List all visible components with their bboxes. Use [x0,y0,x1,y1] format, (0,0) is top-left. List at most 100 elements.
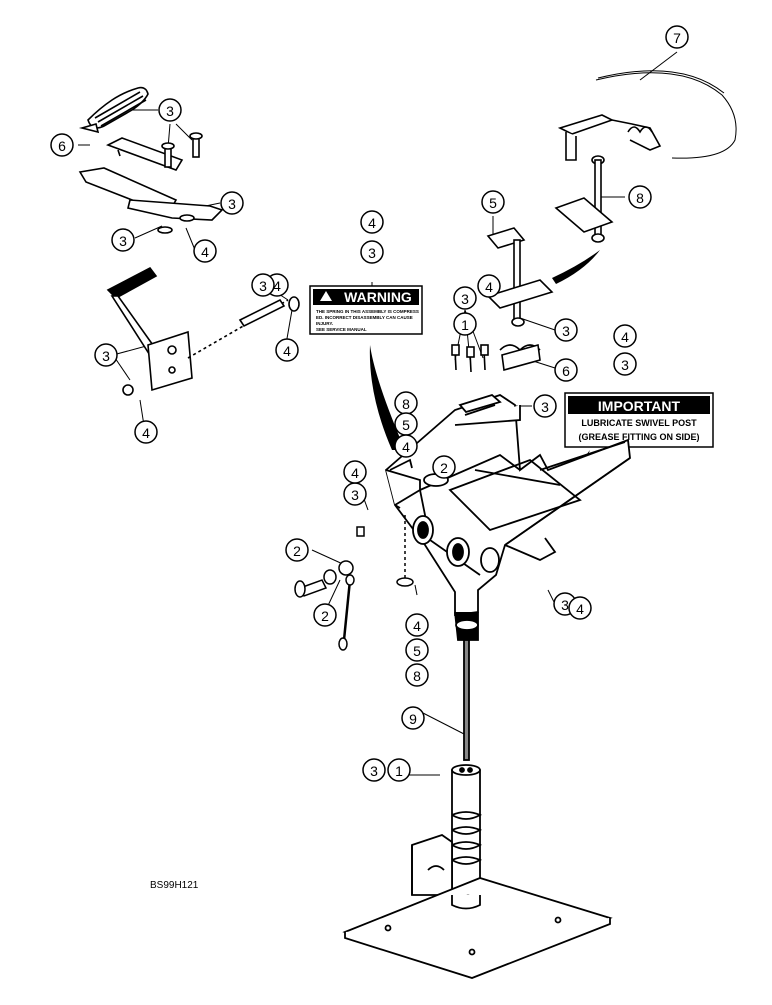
callout-number: 7 [673,30,681,46]
callout-number: 4 [402,439,410,455]
callout-number: 1 [461,317,469,333]
linkage-fasteners [294,515,414,651]
callout-number: 8 [402,396,410,412]
callout-7: 7 [665,25,689,49]
callout-6: 6 [50,133,74,157]
callout-circle [613,324,637,348]
callout-number: 3 [119,233,127,249]
callout-number: 3 [368,245,376,261]
cable-pointer-arrow [552,250,600,284]
callout-number: 5 [413,643,421,659]
callout-circle [360,240,384,264]
callout-number: 3 [166,103,174,119]
callout-circle [251,273,275,297]
callout-number: 3 [461,291,469,307]
callout-4: 4 [613,324,637,348]
callout-number: 2 [321,608,329,624]
crank-handle [106,266,300,396]
spring-plate-assembly [451,227,554,373]
important-decal: IMPORTANT LUBRICATE SWIVEL POST (GREASE … [564,392,714,448]
callout-3: 3 [251,273,275,297]
callout-number: 4 [576,601,584,617]
callout-number: 3 [259,278,267,294]
callout-circle [94,343,118,367]
callout-circle [481,190,505,214]
callout-circle [285,538,309,562]
callout-3: 3 [343,482,367,506]
callout-2: 2 [285,538,309,562]
callout-8: 8 [405,663,429,687]
callout-4: 4 [134,420,158,444]
callout-circle [432,455,456,479]
callout-3: 3 [554,318,578,342]
callout-circle [193,239,217,263]
swivel-post [342,639,613,979]
warning-decal-title: WARNING [344,289,412,305]
callout-number: 8 [636,190,644,206]
callout-number: 4 [351,465,359,481]
callout-3: 3 [453,286,477,310]
callout-number: 4 [621,329,629,345]
callout-circle [50,133,74,157]
callout-number: 2 [293,543,301,559]
callout-number: 6 [58,138,66,154]
important-decal-title: IMPORTANT [598,398,681,414]
callout-number: 4 [413,618,421,634]
callout-5: 5 [394,412,418,436]
callout-number: 6 [562,363,570,379]
callout-number: 9 [409,711,417,727]
callout-number: 3 [562,323,570,339]
callout-circle [613,352,637,376]
callout-circle [568,596,592,620]
callout-circle [665,25,689,49]
callout-8: 8 [394,391,418,415]
callout-4: 4 [193,239,217,263]
callout-2: 2 [432,455,456,479]
callout-1: 1 [453,312,477,336]
callout-circle [394,434,418,458]
callout-1: 1 [387,758,411,782]
callout-number: 3 [102,348,110,364]
callout-number: 3 [561,597,569,613]
warning-pointer-arrow [369,345,405,450]
callout-circle [343,460,367,484]
callout-number: 4 [368,215,376,231]
callout-circle [405,613,429,637]
callout-3: 3 [158,98,182,122]
callout-circle [453,286,477,310]
drawing-code: BS99H121 [150,880,199,891]
callout-5: 5 [405,638,429,662]
callout-number: 2 [440,460,448,476]
callout-3: 3 [360,240,384,264]
control-housing [384,393,631,641]
callout-circle [405,638,429,662]
callout-6: 6 [554,358,578,382]
warning-text-line: THE SPRING IN THIS ASSEMBLY IS COMPRESS [316,309,419,314]
callout-2: 2 [313,603,337,627]
callout-circle [533,394,557,418]
callout-circle [360,210,384,234]
callout-9: 9 [401,706,425,730]
callout-number: 4 [142,425,150,441]
callout-circle [362,758,386,782]
callout-4: 4 [360,210,384,234]
callout-number: 5 [402,417,410,433]
callout-circle [134,420,158,444]
callout-4: 4 [477,274,501,298]
callout-circle [313,603,337,627]
callout-5: 5 [481,190,505,214]
spring-link-assembly [78,86,224,234]
callout-number: 5 [489,195,497,211]
callout-4: 4 [275,338,299,362]
callout-circle [111,228,135,252]
callout-number: 3 [228,196,236,212]
callout-number: 4 [485,279,493,295]
callout-circle [453,312,477,336]
callout-number: 4 [273,278,281,294]
important-text-line: LUBRICATE SWIVEL POST [581,418,697,428]
callout-circle [477,274,501,298]
callout-circle [220,191,244,215]
